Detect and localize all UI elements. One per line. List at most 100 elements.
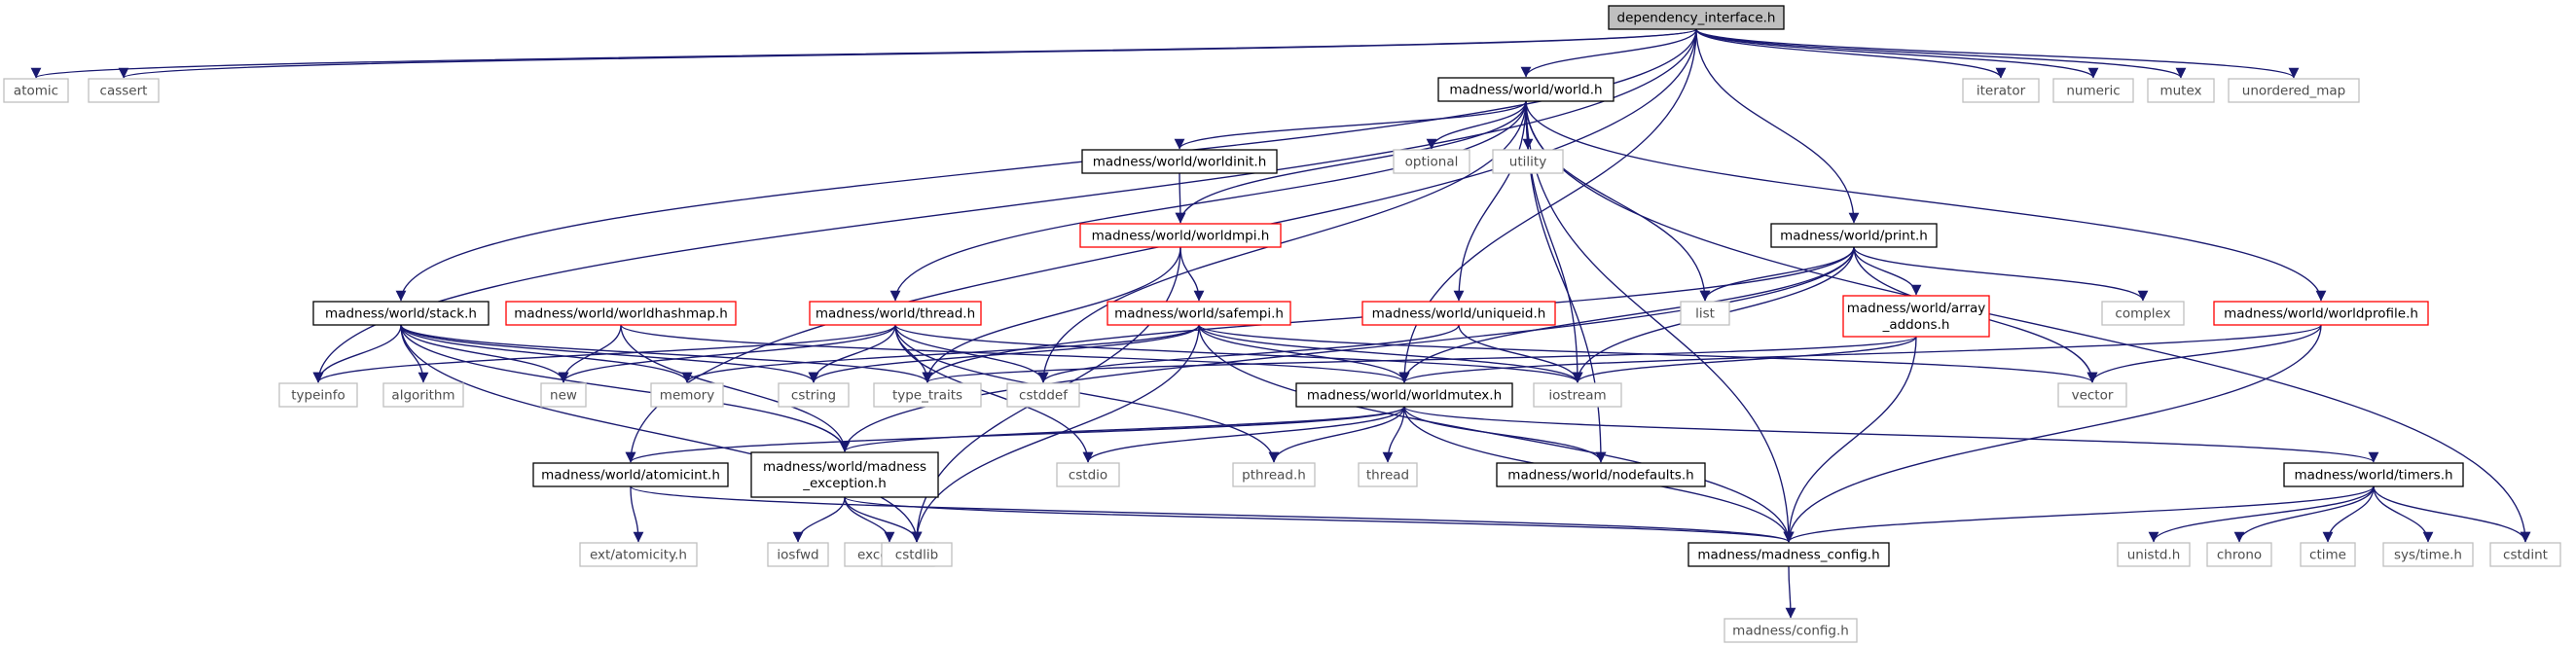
edge-dependency-interface-to-cassert: [119, 28, 1697, 79]
node-label: cstdint: [2503, 548, 2548, 563]
node-label: utility: [1509, 155, 1546, 170]
node-box: [1393, 149, 1470, 174]
edge-print-to-array-addons: [1853, 246, 1922, 296]
edge-dependency-interface-to-unordered-map: [1695, 28, 2300, 79]
node-array-addons[interactable]: madness/world/array_addons.h: [1842, 295, 1990, 338]
edge-worldinit-to-worldmpi: [1175, 172, 1186, 224]
node-atomicint[interactable]: madness/world/atomicint.h: [532, 462, 729, 487]
node-label: madness/world/print.h: [1780, 229, 1928, 244]
node-label: madness/world/madness: [763, 459, 926, 475]
node-worldhashmap[interactable]: madness/world/worldhashmap.h: [505, 301, 737, 326]
node-cstdlib: cstdlib: [881, 542, 953, 567]
node-label: sys/time.h: [2394, 548, 2462, 563]
node-box: [2057, 382, 2127, 408]
node-print[interactable]: madness/world/print.h: [1770, 223, 1938, 248]
node-label: cstddef: [1019, 388, 1069, 404]
node-box: [1962, 78, 2040, 103]
node-type-traits: type_traits: [873, 382, 982, 408]
node-safempi[interactable]: madness/world/safempi.h: [1107, 301, 1291, 326]
edge-atomicint-to-ext-atomicity: [630, 485, 644, 543]
node-box: [1770, 223, 1938, 248]
node-config: madness/config.h: [1723, 618, 1858, 643]
edge-world-to-worldinit: [1174, 100, 1527, 150]
edge-array-addons-to-iostream: [1572, 336, 1917, 383]
node-label: list: [1695, 306, 1715, 322]
node-new: new: [540, 382, 587, 408]
node-label: madness/world/safempi.h: [1114, 306, 1284, 322]
node-worldmutex[interactable]: madness/world/worldmutex.h: [1295, 382, 1513, 408]
node-madness-exception[interactable]: madness/world/madness_exception.h: [750, 451, 939, 498]
node-label: cstdlib: [895, 548, 938, 563]
node-box: [778, 382, 850, 408]
edge-worldmutex-to-nodefaults: [1403, 406, 1607, 463]
edge-madness-exception-to-exception: [844, 496, 895, 543]
node-box: [1006, 382, 1080, 408]
edge-dependency-interface-to-stack: [395, 28, 1697, 302]
node-label: atomic: [14, 84, 58, 99]
node-unistd: unistd.h: [2117, 542, 2191, 567]
edge-worldmutex-to-timers: [1403, 406, 2379, 463]
node-box: [540, 382, 587, 408]
node-timers[interactable]: madness/world/timers.h: [2283, 462, 2464, 487]
edge-timers-to-madness-config: [1783, 485, 2375, 543]
node-label: iosfwd: [777, 548, 818, 563]
edge-worldmutex-to-madness-exception: [839, 406, 1405, 452]
node-stack[interactable]: madness/world/stack.h: [312, 301, 490, 326]
node-box: [650, 382, 724, 408]
node-box: [1358, 462, 1418, 487]
node-label: _addons.h: [1882, 317, 1950, 333]
node-label: unordered_map: [2242, 84, 2345, 99]
node-box: [2228, 78, 2360, 103]
edge-dependency-interface-to-world: [1520, 28, 1697, 78]
node-box: [1056, 462, 1120, 487]
node-dependency-interface[interactable]: dependency_interface.h: [1608, 5, 1785, 30]
node-label: madness/world/worldhashmap.h: [514, 306, 728, 322]
edge-world-to-uniqueid: [1453, 100, 1527, 302]
node-madness-config[interactable]: madness/madness_config.h: [1687, 542, 1890, 567]
node-thread[interactable]: madness/world/thread.h: [809, 301, 982, 326]
edge-worldmutex-to-thread-std: [1382, 406, 1405, 463]
edge-timers-to-chrono: [2233, 485, 2375, 543]
edge-madness-config-to-config: [1785, 565, 1796, 619]
node-vector: vector: [2057, 382, 2127, 408]
node-box: [2213, 301, 2429, 326]
node-cstdint: cstdint: [2489, 542, 2561, 567]
node-nodefaults[interactable]: madness/world/nodefaults.h: [1496, 462, 1706, 487]
node-optional: optional: [1393, 149, 1470, 174]
edge-print-to-madness-exception: [839, 246, 1855, 452]
node-world[interactable]: madness/world/world.h: [1437, 77, 1615, 102]
edge-safempi-to-cstring: [808, 324, 1200, 383]
node-box: [1496, 462, 1706, 487]
node-uniqueid[interactable]: madness/world/uniqueid.h: [1361, 301, 1556, 326]
edge-madness-exception-to-iosfwd: [792, 496, 846, 543]
node-label: cassert: [100, 84, 148, 99]
node-sys-time: sys/time.h: [2382, 542, 2474, 567]
edge-timers-to-unistd: [2148, 485, 2375, 543]
node-box: [1533, 382, 1622, 408]
node-box: [2382, 542, 2474, 567]
edge-print-to-list: [1699, 246, 1855, 302]
node-box: [809, 301, 982, 326]
edge-safempi-to-worldmutex: [1198, 324, 1410, 383]
edge-thread-to-new: [558, 324, 896, 383]
node-label: dependency_interface.h: [1617, 11, 1776, 26]
node-label: numeric: [2066, 84, 2120, 99]
edge-safempi-to-memory: [681, 324, 1200, 383]
node-label: new: [550, 388, 577, 404]
node-box: [2300, 542, 2356, 567]
node-label: iostream: [1548, 388, 1606, 404]
node-worldmpi[interactable]: madness/world/worldmpi.h: [1079, 223, 1282, 248]
node-box: [382, 382, 464, 408]
node-cstdio: cstdio: [1056, 462, 1120, 487]
node-label: madness/world/worldmutex.h: [1307, 388, 1502, 404]
node-label: madness/world/stack.h: [325, 306, 477, 322]
node-label: vector: [2072, 388, 2114, 404]
node-box: [2052, 78, 2134, 103]
edge-timers-to-ctime: [2322, 485, 2375, 543]
node-label: cstring: [791, 388, 836, 404]
node-worldinit[interactable]: madness/world/worldinit.h: [1081, 149, 1278, 174]
node-label: madness/madness_config.h: [1697, 548, 1879, 563]
node-worldprofile[interactable]: madness/world/worldprofile.h: [2213, 301, 2429, 326]
node-label: madness/config.h: [1732, 624, 1849, 639]
node-box: [88, 78, 160, 103]
